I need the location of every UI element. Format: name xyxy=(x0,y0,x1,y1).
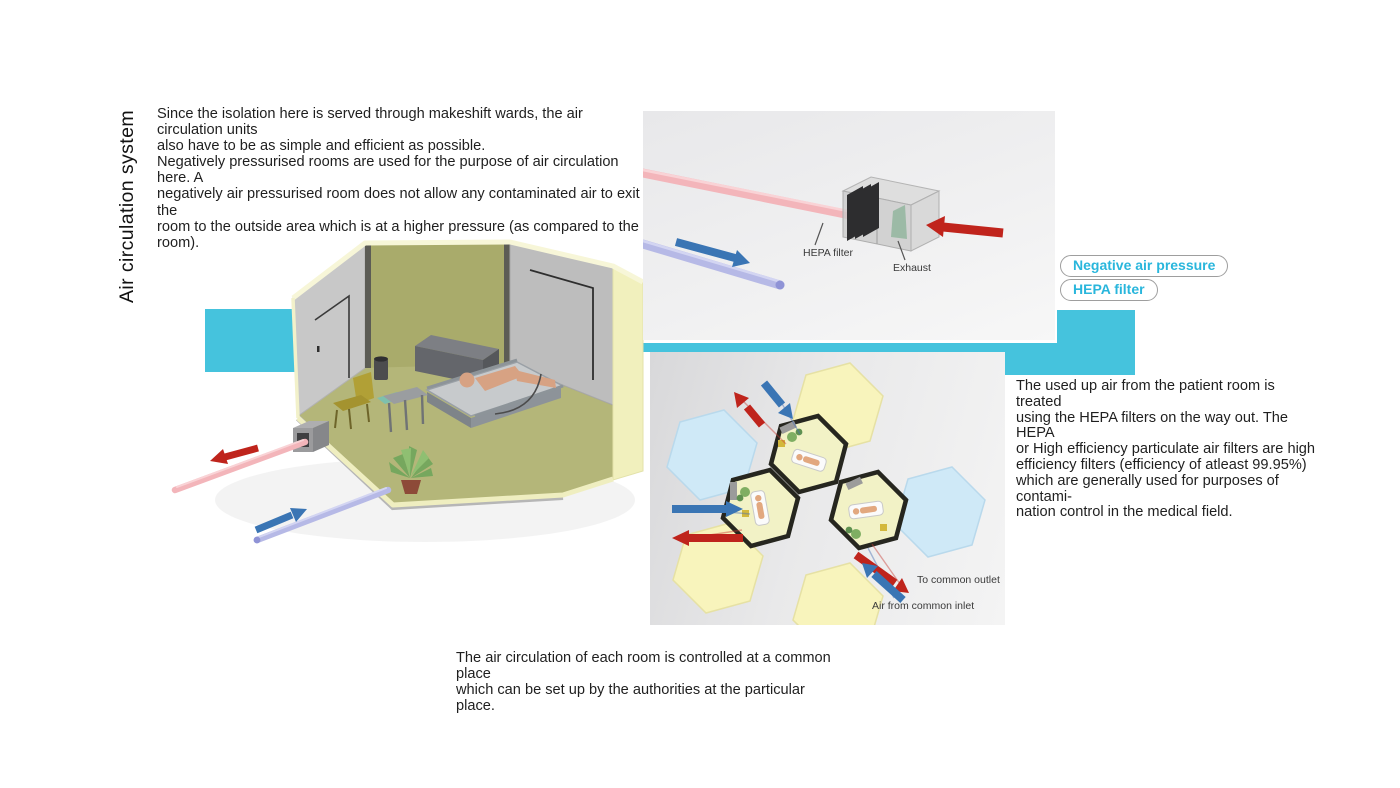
inlet-tube-blue xyxy=(253,486,392,544)
hepa-filter-diagram xyxy=(643,168,1004,290)
hepa-leader-line xyxy=(814,222,824,246)
cluster-blue-arrow-bottom xyxy=(862,563,906,603)
room-cluster-diagram xyxy=(666,362,986,625)
trash-bin xyxy=(374,356,388,380)
exhaust-tube-pink xyxy=(171,438,309,494)
bed-top-room xyxy=(791,448,827,472)
exhaust-label: Exhaust xyxy=(893,262,931,274)
cyan-band-right-lower xyxy=(1005,352,1135,375)
common-inlet-label: Air from common inlet xyxy=(872,600,975,612)
room-cutaway-frame xyxy=(296,416,614,508)
isolation-room-illustration xyxy=(171,239,645,544)
potted-plant xyxy=(389,446,433,494)
cluster-blue-arrow-left xyxy=(672,501,743,517)
cluster-red-arrow-top xyxy=(734,392,766,428)
patient-figure xyxy=(459,366,556,391)
room-exterior-wall xyxy=(612,265,644,481)
page-title-vertical: Air circulation system xyxy=(116,109,138,303)
chair xyxy=(333,372,374,430)
intro-paragraph: Since the isolation here is served throu… xyxy=(157,106,640,251)
hepa-filter-panel: HEPA filter Exhaust xyxy=(643,111,1055,340)
cluster-red-arrow-left xyxy=(672,530,743,546)
exhaust-leader-line xyxy=(897,240,906,261)
chair-top-room xyxy=(778,440,785,447)
hepa-filter-label: HEPA filter xyxy=(803,247,853,259)
plant-left-room xyxy=(740,487,750,497)
room-left-edge-trim xyxy=(291,297,300,419)
tag-hepa-filter: HEPA filter xyxy=(1060,279,1158,301)
filter-red-arrow xyxy=(926,216,1004,238)
tag-negative-air-pressure: Negative air pressure xyxy=(1060,255,1229,277)
chair-right-room xyxy=(880,524,887,531)
filter-box xyxy=(841,176,941,252)
common-outlet-label: To common outlet xyxy=(917,574,1000,586)
bed-right-room xyxy=(848,500,884,520)
bed-left-room xyxy=(750,490,770,526)
open-room-right xyxy=(828,469,909,551)
plant-right-room xyxy=(851,529,861,539)
patient-bed xyxy=(425,358,565,428)
cluster-blue-arrow-top xyxy=(760,380,793,419)
filter-blue-tube xyxy=(643,239,785,290)
side-table xyxy=(383,387,428,433)
hex-blue-right xyxy=(894,466,986,558)
open-room-left xyxy=(720,467,801,549)
hepa-plates xyxy=(847,182,879,241)
room-cluster-panel: To common outlet Air from common inlet xyxy=(650,352,1005,625)
plant-top-room xyxy=(787,432,797,442)
hepa-paragraph: The used up air from the patient room is… xyxy=(1016,378,1316,521)
exhaust-fan xyxy=(891,205,907,239)
iv-frame xyxy=(494,373,542,415)
room-back-wall xyxy=(365,242,510,368)
room-top-trim xyxy=(291,239,645,300)
chair-left-room xyxy=(742,510,749,517)
hex-yellow-bottom xyxy=(792,562,884,625)
blue-inlet-arrow xyxy=(254,508,307,534)
open-room-top xyxy=(768,413,849,495)
bottom-caption: The air circulation of each room is cont… xyxy=(456,650,831,715)
filter-pink-tube xyxy=(643,168,860,221)
filter-blue-arrow xyxy=(674,238,750,267)
cyan-band-middle-strip xyxy=(643,343,1057,352)
red-exhaust-arrow xyxy=(210,444,259,464)
